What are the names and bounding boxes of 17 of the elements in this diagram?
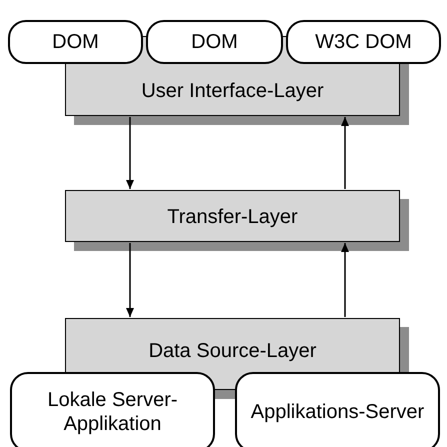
layer-label: Data Source-Layer (148, 339, 316, 363)
component-box (286, 20, 441, 64)
component-label: DOM (191, 30, 238, 54)
component-box (146, 20, 283, 64)
layer-label: Transfer-Layer (167, 205, 298, 229)
arrow (126, 243, 134, 317)
layer-label: User Interface-Layer (141, 79, 324, 103)
component-label: W3C DOM (315, 30, 412, 54)
component-box (235, 372, 440, 447)
arrow (341, 243, 349, 317)
component-label: Lokale Server-Applikation (46, 388, 179, 436)
component-label: DOM (52, 30, 99, 54)
component-box (8, 20, 143, 64)
component-box (10, 372, 215, 447)
arrow (126, 117, 134, 189)
arrow (341, 117, 349, 189)
component-label: Applikations-Server (250, 400, 424, 424)
